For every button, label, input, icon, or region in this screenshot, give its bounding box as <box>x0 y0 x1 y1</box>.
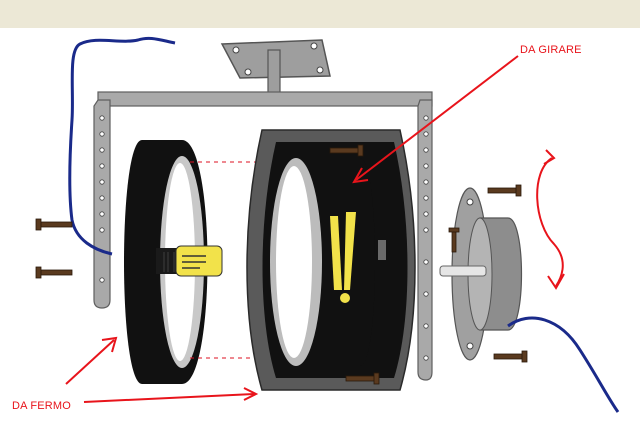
label-stationary: DA FERMO <box>12 400 72 412</box>
bracket <box>93 91 433 381</box>
stationary-disc <box>124 140 223 384</box>
top-band <box>0 0 640 28</box>
screw-icon <box>35 144 528 385</box>
mounting-plate <box>220 39 331 95</box>
motor-icon <box>439 187 523 361</box>
arrow-icon <box>65 55 565 403</box>
rotating-housing <box>246 129 416 391</box>
label-rotate: DA GIRARE <box>520 44 582 56</box>
wire-icon <box>507 316 620 413</box>
guide-lines <box>190 161 302 359</box>
wire-icon <box>68 36 176 256</box>
